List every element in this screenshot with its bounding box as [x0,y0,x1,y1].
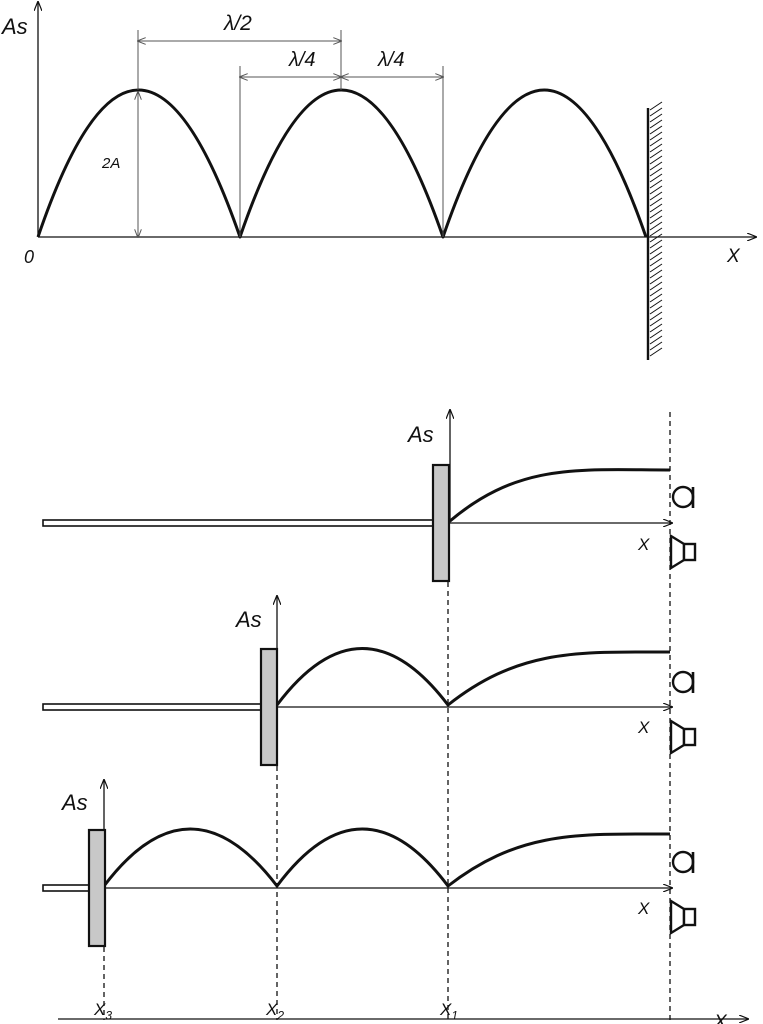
wall-hatch-line [649,155,663,165]
tick-x3-sub: 3 [105,1008,113,1023]
panel-2: As X [42,596,672,767]
wall-hatch-line [649,107,663,117]
wall-hatch-line [649,257,663,267]
top-wave-curve [36,88,648,239]
wall-hatch-line [649,209,663,219]
wall-hatch-line [649,329,663,339]
speaker-icon [669,718,697,756]
bottom-axis: X [58,1012,748,1024]
tick-x1: X1 [440,1000,458,1022]
speaker-icon [669,898,697,936]
wall-hatch-line [649,143,663,153]
wall-hatch-line [649,113,663,123]
wall-hatch-line [649,323,663,333]
wall-hatch-line [649,233,663,243]
wall-hatch-line [649,263,663,273]
panel-3-piston [87,828,107,948]
wall-hatch-line [649,221,663,231]
top-standing-wave: As X 0 2A λ/2 λ/4 λ/4 [0,2,756,360]
wall-hatch-line [649,119,663,129]
wall-hatch-line [649,191,663,201]
wall-hatch-line [649,161,663,171]
wall-hatch-line [649,239,663,249]
wall-hatch-line [649,251,663,261]
panel-1-curve [449,468,671,523]
tick-x2: X2 [266,1000,284,1022]
half-wavelength-label: λ/2 [223,12,252,35]
panel-3-devices [669,850,697,936]
wall-hatch-line [649,293,663,303]
panel-1-rod [42,519,434,527]
wall-hatch-line [649,335,663,345]
wall-hatch-line [649,227,663,237]
panel-1: As X [42,410,672,583]
wall-hatch-line [649,101,663,111]
top-y-label: As [0,14,28,39]
panel-2-piston [259,647,279,767]
wall-hatch-line [649,287,663,297]
origin-label: 0 [24,247,34,267]
panel-2-x-label: X [637,718,650,737]
wall-hatch-line [649,185,663,195]
microphone-icon [671,485,695,509]
wall-hatch-line [649,311,663,321]
quarter-wavelength-label-2: λ/4 [377,49,405,71]
panel-2-y-label: As [234,607,262,632]
quarter-wavelength-label-1: λ/4 [288,49,316,71]
tick-x2-sub: 2 [277,1008,285,1023]
wall-hatch-line [649,281,663,291]
bottom-x-label: X [713,1012,728,1024]
microphone-icon [671,670,695,694]
tick-x1-base: X [440,1000,452,1019]
panel-1-devices [669,485,697,571]
panel-1-piston [431,463,451,583]
tick-x3-base: X [94,1000,106,1019]
wall-hatch-line [649,125,663,135]
wall-hatch-line [649,167,663,177]
wall-hatch-line [649,173,663,183]
wall-hatch-line [649,305,663,315]
tick-x2-base: X [266,1000,278,1019]
panel-2-devices [669,670,697,756]
wall-hatch-line [649,275,663,285]
panel-3-curve [102,827,671,888]
tick-x1-sub: 1 [451,1008,459,1023]
wall-hatch-line [649,341,663,351]
wall-hatch-line [649,317,663,327]
panel-3-x-label: X [637,899,650,918]
wall-hatch-line [649,203,663,213]
panel-3-y-label: As [60,790,88,815]
amplitude-label: 2A [101,155,120,172]
speaker-icon [669,533,697,571]
wall-hatch-line [649,131,663,141]
panel-3: As X [42,780,672,948]
panel-1-y-label: As [406,422,434,447]
wall-hatch-line [649,197,663,207]
panel-3-rod [42,884,90,892]
hatched-wall-icon [646,101,663,360]
tick-x3: X3 [94,1000,112,1022]
wall-hatch-line [649,245,663,255]
top-x-label: X [726,246,741,267]
panel-2-rod [42,703,262,711]
panel-2-curve [275,647,671,707]
wall-hatch-line [649,347,663,357]
wall-hatch-line [649,149,663,159]
wall-hatch-line [649,269,663,279]
microphone-icon [671,850,695,874]
wall-hatch-line [649,215,663,225]
wall-hatch-line [649,299,663,309]
panel-1-x-label: X [637,535,650,554]
wall-hatch-line [649,179,663,189]
wall-hatch-line [649,137,663,147]
